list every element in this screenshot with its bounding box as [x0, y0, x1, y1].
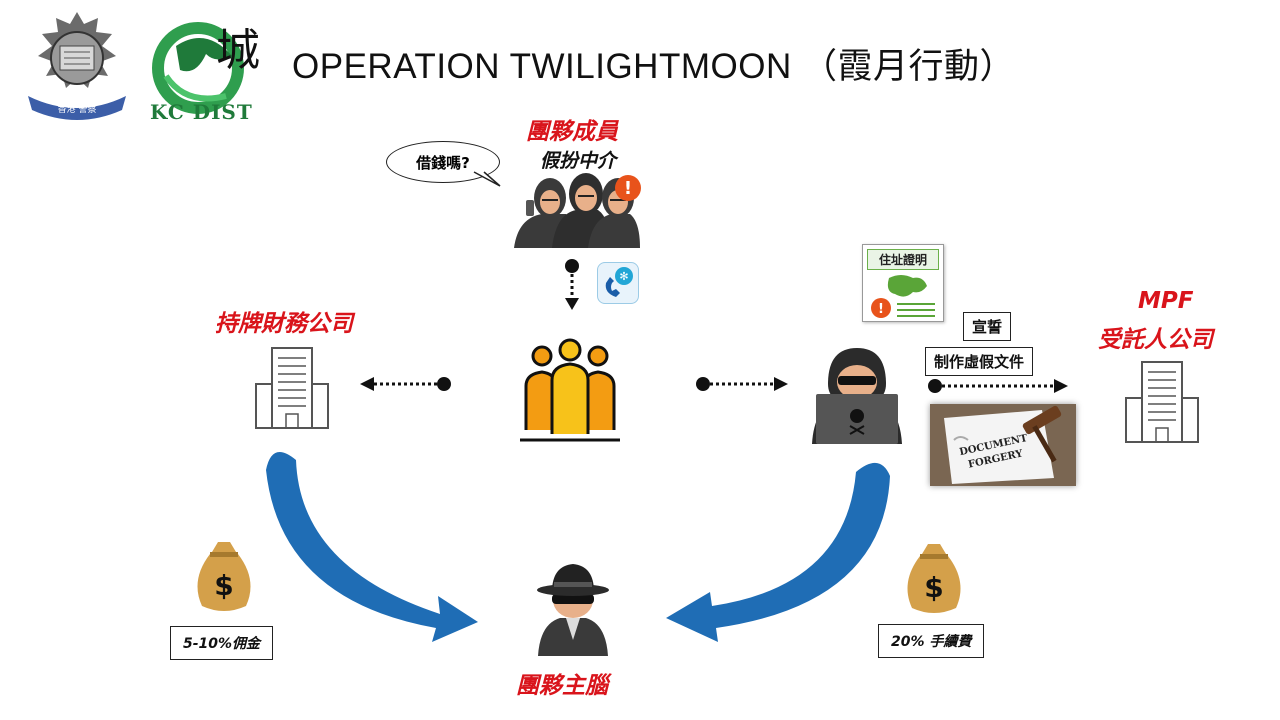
speech-bubble-text: 借錢嗎?	[416, 153, 470, 172]
gang-members-icon: !	[514, 173, 641, 248]
svg-text:✻: ✻	[619, 270, 628, 283]
commission-fee-label: 5-10%佣金	[170, 626, 274, 660]
address-proof-document: 住址證明 !	[862, 244, 944, 322]
spy-icon	[537, 564, 609, 656]
down-arrow	[565, 259, 579, 310]
mpf-building-icon	[1125, 361, 1199, 443]
building-icon	[255, 347, 329, 429]
gang-members-sublabel: 假扮中介	[540, 150, 617, 172]
svg-text:$: $	[214, 569, 233, 602]
crowd-icon	[520, 338, 620, 442]
mastermind-label: 團夥主腦	[516, 673, 608, 699]
address-proof-label: 住址證明	[867, 249, 939, 270]
money-bag-icon: $	[197, 542, 251, 611]
kc-dragon-icon	[152, 22, 244, 114]
phone-app-icon: ✻	[597, 262, 639, 304]
svg-text:$: $	[924, 571, 943, 604]
kc-district-logo: 城 KC DIST	[146, 6, 276, 126]
handling-fee-label: 20% 手續費	[878, 624, 985, 658]
fake-docs-label: 制作虛假文件	[925, 347, 1034, 376]
speech-bubble: 借錢嗎?	[386, 141, 500, 183]
police-badge-logo: 香港 警察	[22, 10, 132, 120]
money-bag-icon-2: $	[907, 544, 961, 613]
right-arrow-2	[928, 379, 1068, 393]
hacker-laptop-icon	[812, 348, 902, 444]
left-blue-arrow	[266, 452, 478, 642]
police-badge-icon: 香港 警察	[28, 12, 126, 120]
kc-logo-char: 城	[216, 25, 260, 76]
svg-text:!: !	[624, 178, 632, 199]
gang-members-label: 團夥成員	[526, 119, 618, 145]
speech-bubble-tail	[473, 171, 501, 187]
mpf-label-line2: 受託人公司	[1098, 327, 1213, 353]
licensed-finance-label: 持牌財務公司	[215, 311, 353, 337]
right-blue-arrow	[666, 462, 890, 642]
document-forgery-image: DOCUMENT FORGERY	[930, 404, 1076, 486]
kc-logo-text: KC DIST	[150, 100, 253, 124]
oath-label: 宣誓	[963, 312, 1012, 341]
mpf-label-line1: MPF	[1138, 288, 1194, 314]
left-arrow	[360, 377, 451, 391]
page-title: OPERATION TWILIGHTMOON （霞月行動）	[292, 47, 1015, 86]
map-document-icon: !	[871, 275, 935, 318]
svg-text:!: !	[878, 302, 884, 317]
police-badge-text: 香港 警察	[58, 103, 97, 115]
right-arrow-1	[696, 377, 788, 391]
